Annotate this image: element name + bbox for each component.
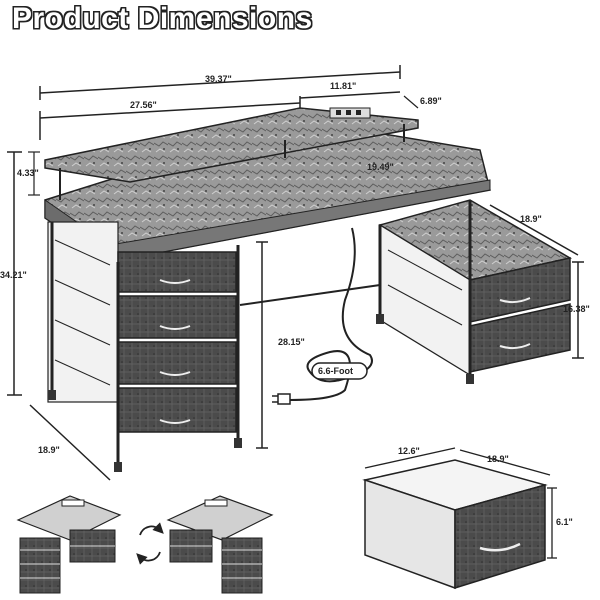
dimension-total-width: 39.37" [39,65,401,100]
left-drawer-tower [47,221,242,472]
drawer-4[interactable] [117,387,237,433]
dimension-leg-clearance: 28.15" [256,241,305,449]
dimension-drawer-width: 12.6" [364,446,456,469]
drawer-2[interactable] [117,295,237,339]
label-cable-length: 6.6-Foot [318,366,353,376]
label-shelf-height: 4.33" [17,168,39,178]
power-cable: 6.6-Foot [272,227,373,405]
label-leg-clearance: 28.15" [278,337,305,347]
label-desk-width: 27.56" [130,100,157,110]
dimension-shelf-height: 4.33" [17,151,40,196]
page-title: Product Dimensions [12,2,313,35]
label-drawer-depth: 18.9" [487,454,509,464]
label-total-width: 39.37" [205,74,232,84]
dimension-cabinet-depth: 18.9" [489,204,579,256]
dimension-shelf-width: 11.81" [299,81,401,99]
label-depth-left: 18.9" [38,445,60,455]
dimension-shelf-depth: 6.89" [403,95,442,109]
label-shelf-width: 11.81" [330,81,356,91]
config-thumbnail-left [16,495,122,594]
dimension-drawer-height: 6.1" [547,487,573,559]
power-plug-icon [272,393,291,405]
drawer-detail [362,459,548,590]
label-cabinet-depth: 18.9" [520,214,542,224]
monitor-shelf [44,107,419,200]
label-drawer-height: 6.1" [556,517,573,527]
label-drawer-width: 12.6" [398,446,420,456]
drawer-handle [159,279,191,284]
right-cabinet [376,199,573,384]
dimension-cabinet-height: 16.38" [563,261,590,359]
dimension-depth-left: 18.9" [29,404,111,481]
drawer-detail-handle [479,542,521,552]
swap-arrows-icon [136,522,164,565]
dimension-drawer-depth: 18.9" [459,449,551,476]
label-shelf-depth: 6.89" [420,96,442,106]
label-total-height: 34.21" [0,270,27,280]
leg-foot [114,462,122,472]
dimension-total-height: 34.21" [0,151,27,396]
label-cabinet-height: 16.38" [563,304,590,314]
crossbar [239,284,381,306]
drawer-3[interactable] [117,341,237,385]
label-inner-width: 19.49" [367,162,394,172]
drawer-1[interactable] [117,251,237,293]
config-thumbnail-right [166,495,274,594]
